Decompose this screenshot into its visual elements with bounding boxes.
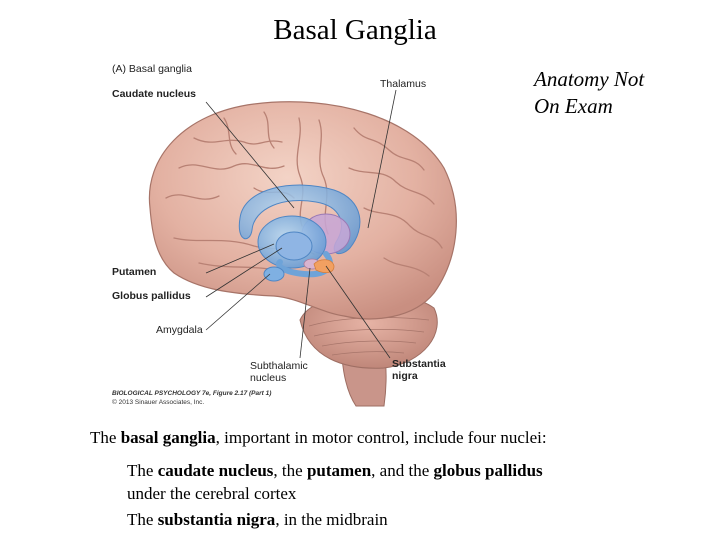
label-caudate-nucleus: Caudate nucleus [112, 88, 197, 100]
p2-term-caudate: caudate nucleus [157, 461, 274, 480]
leader-lines [205, 89, 397, 359]
globus-pallidus [275, 231, 313, 261]
anatomy-note: Anatomy Not On Exam [534, 66, 714, 120]
paragraph-3: The substantia nigra, in the midbrain [127, 510, 388, 530]
amygdala [263, 266, 285, 282]
label-substantia-line-1: Substantia [392, 358, 446, 370]
p2-line-1: The caudate nucleus, the putamen, and th… [127, 459, 543, 482]
substantia-nigra [313, 259, 335, 274]
label-thalamus: Thalamus [380, 78, 427, 90]
label-subthalamic-line-2: nucleus [250, 372, 287, 384]
p3-text-a: The [127, 510, 158, 529]
p2-text-e: , and the [371, 461, 434, 480]
slide-title: Basal Ganglia [273, 14, 437, 46]
figure-credit-copyright: © 2013 Sinauer Associates, Inc. [112, 399, 205, 406]
anatomy-note-line-1: Anatomy Not [534, 67, 645, 91]
p1-term-basal-ganglia: basal ganglia [120, 428, 216, 447]
brain-illustration [148, 89, 457, 407]
label-globus-pallidus: Globus pallidus [112, 290, 191, 302]
label-subthalamic-line-1: Subthalamic [250, 360, 308, 372]
p2-term-putamen: putamen [306, 461, 372, 480]
p1-text-c: , important in motor control, include fo… [215, 428, 547, 447]
p2-text-c: , the [273, 461, 307, 480]
paragraph-2: The caudate nucleus, the putamen, and th… [127, 459, 543, 505]
label-amygdala: Amygdala [156, 324, 203, 336]
label-substantia-line-2: nigra [392, 370, 418, 382]
cerebrum [148, 101, 457, 320]
label-substantia-nigra: Substantia nigra [392, 358, 446, 382]
p1-text-a: The [90, 428, 121, 447]
label-subthalamic-nucleus: Subthalamic nucleus [250, 360, 308, 384]
basal-ganglia-figure: (A) Basal ganglia Caudate nucleus Thalam… [104, 58, 500, 408]
p3-term-substantia: substantia nigra [157, 510, 276, 529]
figure-credit-title: BIOLOGICAL PSYCHOLOGY 7e, Figure 2.17 (P… [112, 390, 272, 397]
anatomy-note-line-2: On Exam [534, 94, 613, 118]
p2-line-2: under the cerebral cortex [127, 484, 297, 503]
label-putamen: Putamen [112, 266, 157, 278]
p2-text-a: The [127, 461, 158, 480]
cortex-sulci [165, 111, 443, 277]
p3-text-c: , in the midbrain [275, 510, 388, 529]
figure-panel-label: (A) Basal ganglia [112, 63, 192, 75]
paragraph-1: The basal ganglia, important in motor co… [90, 428, 547, 448]
p2-term-globus: globus pallidus [433, 461, 543, 480]
